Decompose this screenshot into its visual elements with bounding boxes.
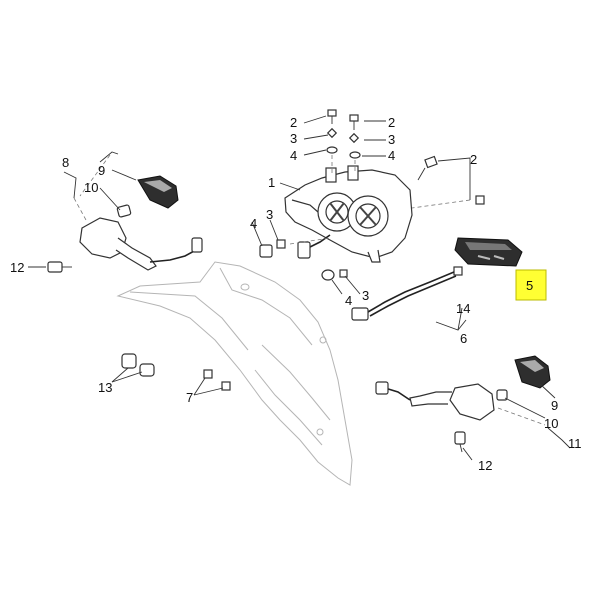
callout-1: 1 xyxy=(268,175,275,190)
callout-10: 10 xyxy=(84,180,98,195)
side-fasteners xyxy=(259,237,348,281)
callout-4: 4 xyxy=(388,148,395,163)
callout-7: 7 xyxy=(186,390,193,405)
number-plate-light xyxy=(454,237,523,267)
right-turn-signal xyxy=(375,355,551,426)
callout-10: 10 xyxy=(544,416,558,431)
callout-3: 3 xyxy=(266,207,273,222)
leader-lines xyxy=(28,115,571,461)
wire-harness xyxy=(351,266,463,321)
tail-light-assembly xyxy=(284,165,413,263)
callout-13: 13 xyxy=(98,380,112,395)
callout-14: 14 xyxy=(456,301,470,316)
callout-12: 12 xyxy=(10,260,24,275)
callout-9: 9 xyxy=(551,398,558,413)
callout-4: 4 xyxy=(290,148,297,163)
callout-8: 8 xyxy=(62,155,69,170)
rear-mudguard xyxy=(116,261,353,486)
callout-9: 9 xyxy=(98,163,105,178)
callout-2: 2 xyxy=(470,152,477,167)
callout-4: 4 xyxy=(345,293,352,308)
callout-3: 3 xyxy=(388,132,395,147)
left-turn-signal xyxy=(73,154,203,271)
top-fasteners xyxy=(326,109,485,209)
callout-3: 3 xyxy=(362,288,369,303)
callout-6: 6 xyxy=(460,331,467,346)
callout-labels: 2 3 4 2 3 4 1 2 4 3 4 3 14 6 5 8 9 10 12… xyxy=(10,115,582,473)
callout-4: 4 xyxy=(250,216,257,231)
callout-5: 5 xyxy=(526,278,533,293)
lower-fasteners xyxy=(47,261,466,453)
highlight-box xyxy=(515,269,547,301)
callout-3: 3 xyxy=(290,131,297,146)
callout-11: 11 xyxy=(568,436,582,451)
callout-12: 12 xyxy=(478,458,492,473)
callout-2: 2 xyxy=(388,115,395,130)
callout-2: 2 xyxy=(290,115,297,130)
